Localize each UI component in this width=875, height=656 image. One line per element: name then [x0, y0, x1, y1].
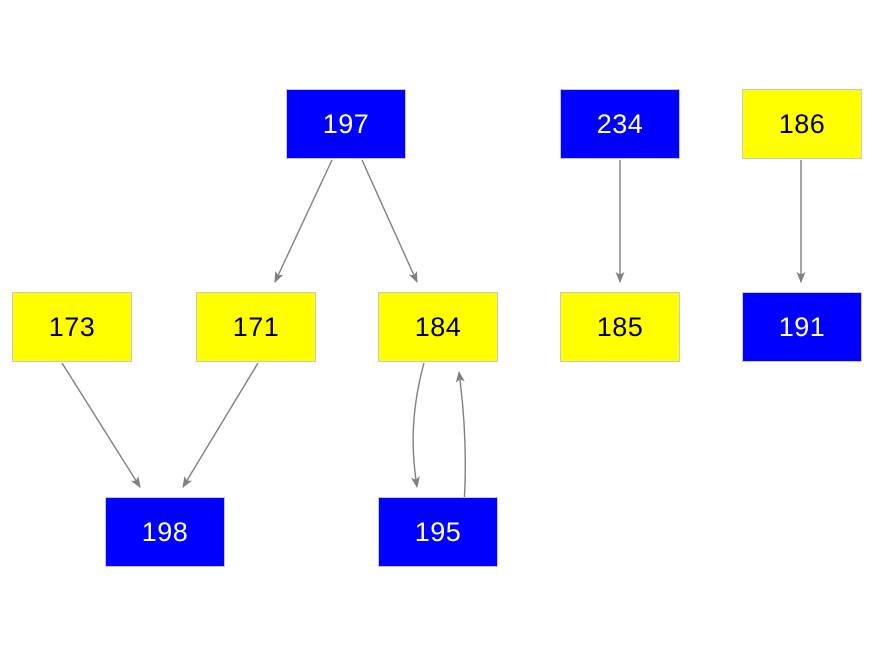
- graph-node-186[interactable]: 186: [742, 89, 862, 159]
- graph-edge-197-to-184: [361, 159, 418, 284]
- node-label: 184: [414, 311, 462, 342]
- graph-edge-184-to-195: [410, 362, 425, 489]
- graph-node-198[interactable]: 198: [105, 497, 225, 567]
- node-label: 185: [596, 311, 644, 342]
- graph-node-191[interactable]: 191: [742, 292, 862, 362]
- graph-edge-197-to-171: [274, 159, 333, 284]
- graph-node-197[interactable]: 197: [286, 89, 406, 159]
- graph-edge-173-to-198: [61, 362, 141, 488]
- graph-node-185[interactable]: 185: [560, 292, 680, 362]
- graph-node-173[interactable]: 173: [12, 292, 132, 362]
- node-label: 171: [232, 311, 280, 342]
- graph-node-234[interactable]: 234: [560, 89, 680, 159]
- node-label: 198: [141, 516, 189, 547]
- node-label: 197: [322, 108, 370, 139]
- node-label: 191: [778, 311, 826, 342]
- graph-edge-171-to-198: [182, 362, 259, 488]
- node-label: 186: [778, 108, 826, 139]
- graph-node-184[interactable]: 184: [378, 292, 498, 362]
- graph-node-171[interactable]: 171: [196, 292, 316, 362]
- graph-node-195[interactable]: 195: [378, 497, 498, 567]
- node-label: 234: [596, 108, 644, 139]
- node-label: 173: [48, 311, 96, 342]
- node-label: 195: [414, 516, 462, 547]
